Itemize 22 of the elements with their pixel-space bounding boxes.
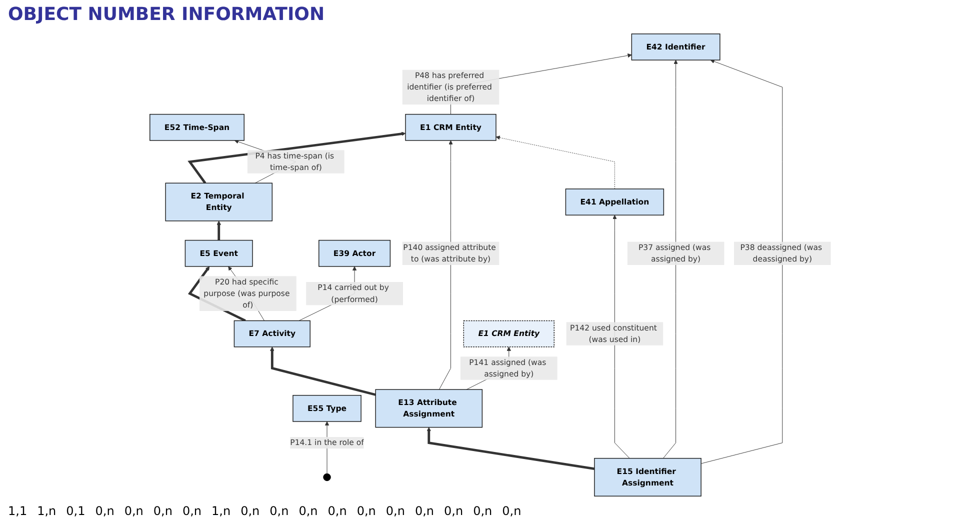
cardinality-label: 0,n xyxy=(95,504,114,518)
cardinality-label: 0,n xyxy=(270,504,289,518)
cardinality-label: 0,n xyxy=(328,504,347,518)
cardinality-label: 0,n xyxy=(356,504,376,518)
arrow xyxy=(216,220,221,240)
cardinality-label: 1,n xyxy=(212,504,231,518)
cardinality-label: 0,n xyxy=(240,504,260,518)
cardinality-label: 0,n xyxy=(298,504,318,518)
cardinality-label: 0,n xyxy=(444,504,464,518)
cardinality-label: 0,n xyxy=(414,504,434,518)
cardinality-label: 0,n xyxy=(153,504,172,518)
cardinality-label: 1,1 xyxy=(8,504,28,518)
arrow xyxy=(270,346,376,396)
cardinality-label: 0,n xyxy=(182,504,202,518)
cardinality-label: 0,n xyxy=(124,504,144,518)
arrow xyxy=(426,427,594,470)
cardinality-label: 0,n xyxy=(502,504,522,518)
cardinality-label: 0,n xyxy=(386,504,405,518)
cardinality-label: 0,n xyxy=(473,504,492,518)
cardinality-label: 1,n xyxy=(37,504,56,518)
diagram-title: OBJECT NUMBER INFORMATION xyxy=(8,4,325,25)
cardinality-label: 0,1 xyxy=(66,504,86,518)
